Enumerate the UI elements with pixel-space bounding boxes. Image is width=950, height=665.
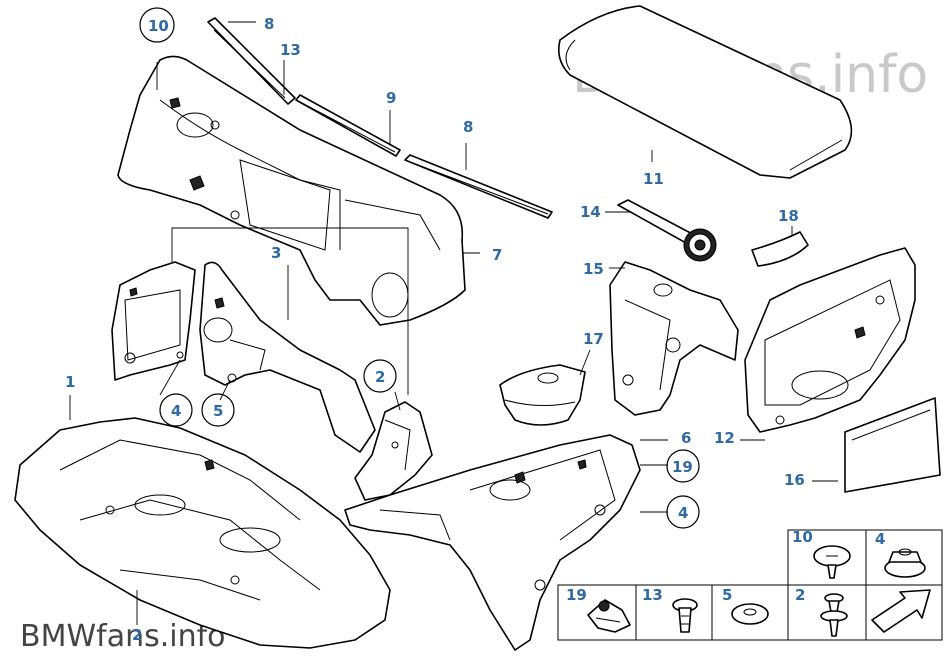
fastener-legend: 10 4 19 13 5 2	[557, 528, 943, 641]
legend-label-4: 4	[875, 530, 885, 548]
legend-label-10: 10	[792, 528, 813, 546]
callout-2b: 2	[132, 626, 142, 644]
group-3-bracket	[171, 227, 409, 395]
part-1-floor-insulation	[14, 417, 391, 649]
callout-10: 10	[148, 17, 169, 35]
callout-3: 3	[271, 244, 281, 262]
callout-4: 4	[171, 402, 181, 420]
arrow-icon	[871, 589, 931, 633]
part-8-seal-strip	[207, 17, 296, 105]
part-12-door-insulation	[744, 247, 916, 433]
part-3-insulation-left	[111, 261, 196, 381]
part-6-wheelhouse-insulation	[344, 434, 641, 651]
part-2-insulation-piece	[354, 401, 433, 501]
clip-10-icon	[813, 545, 851, 579]
clip-19-icon	[587, 599, 631, 633]
callout-13: 13	[280, 41, 301, 59]
expanding-rivet-2-icon	[820, 593, 848, 637]
part-9-seal-strip	[295, 94, 401, 157]
nut-4-icon	[884, 548, 926, 578]
callout-12: 12	[714, 429, 735, 447]
legend-label-2: 2	[795, 586, 805, 604]
callout-15: 15	[583, 260, 604, 278]
rivet-13-icon	[672, 598, 698, 633]
callout-8: 8	[264, 15, 274, 33]
callout-11: 11	[643, 170, 664, 188]
callout-5: 5	[213, 402, 223, 420]
part-14-tape-roll	[617, 199, 717, 262]
watermark-bottom: BMWfans.info	[20, 619, 226, 654]
part-3-insulation-middle	[199, 261, 376, 453]
legend-label-19: 19	[566, 586, 587, 604]
part-17-pad	[499, 364, 586, 426]
legend-label-5: 5	[722, 586, 732, 604]
callout-4b: 4	[678, 504, 688, 522]
callout-18: 18	[778, 207, 799, 225]
callout-1: 1	[65, 373, 75, 391]
part-15-pillar-insulation	[609, 261, 739, 416]
part-18-pad	[751, 231, 809, 267]
legend-label-13: 13	[642, 586, 663, 604]
callout-17: 17	[583, 330, 604, 348]
callout-7: 7	[492, 246, 502, 264]
callout-9: 9	[386, 89, 396, 107]
callout-labels: 10 8 13 9 8 11 14 18 3 7 15 17 2 1 4 5 6…	[65, 15, 805, 644]
part-16-pad	[844, 397, 941, 493]
leader-lines	[69, 21, 838, 625]
callout-6: 6	[681, 429, 691, 447]
part-11-parcel-shelf-mat	[557, 5, 853, 179]
callout-2: 2	[375, 368, 385, 386]
callout-14: 14	[580, 203, 601, 221]
nut-5-icon	[731, 603, 769, 625]
callout-19: 19	[672, 458, 693, 476]
callout-16: 16	[784, 471, 805, 489]
callout-8b: 8	[463, 118, 473, 136]
callout-circles	[139, 7, 700, 529]
part-8b-seal-strip	[404, 154, 553, 219]
